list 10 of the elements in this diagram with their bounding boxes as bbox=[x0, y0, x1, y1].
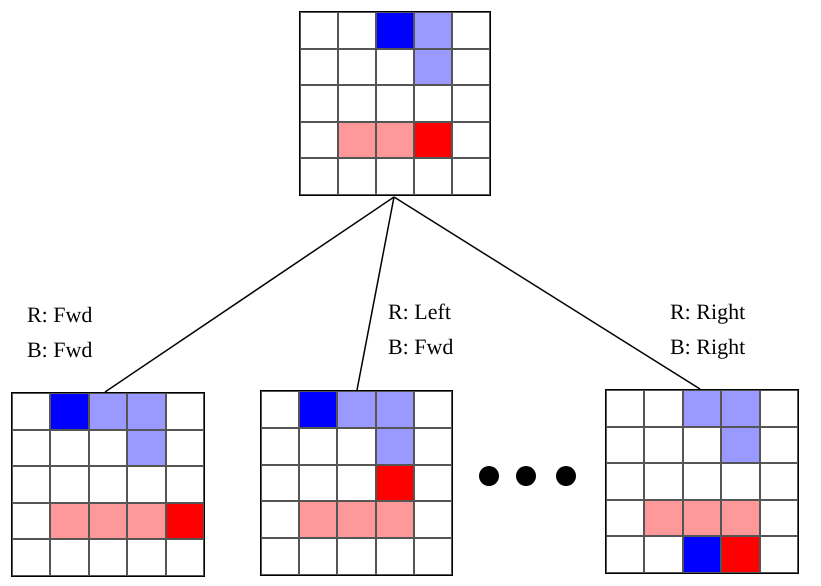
connector-line bbox=[394, 196, 700, 390]
edge-label: R: Fwd B: Fwd bbox=[27, 301, 94, 364]
edge-label: R: Right B: Right bbox=[670, 298, 746, 361]
grid-board bbox=[605, 389, 799, 574]
edge-label: R: Left B: Fwd bbox=[388, 298, 454, 361]
grid-board bbox=[299, 11, 491, 196]
connector-line bbox=[356, 196, 395, 390]
grid-board bbox=[260, 390, 453, 576]
connector-line bbox=[104, 196, 394, 393]
grid-board bbox=[11, 392, 205, 577]
